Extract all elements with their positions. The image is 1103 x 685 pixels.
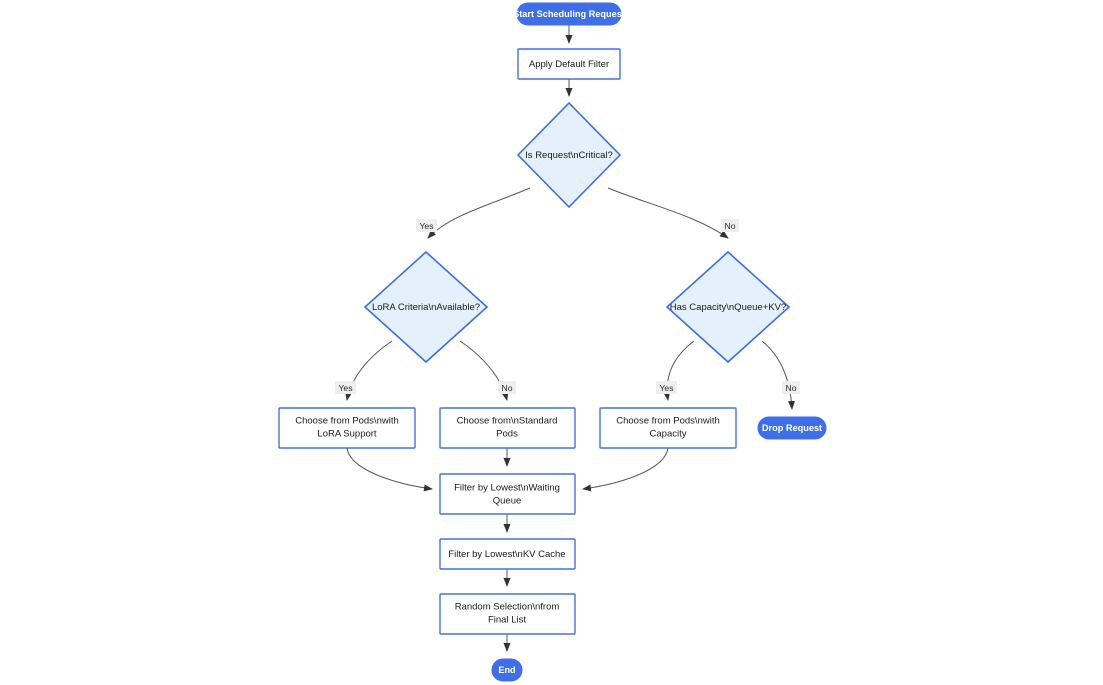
node-choose-from-standard-pods[interactable]: Choose from\nStandard Pods — [439, 407, 576, 449]
node-label: Is Request\nCritical? — [525, 150, 613, 161]
edge-is-critical-yes-to-lora-criteria — [427, 187, 531, 239]
node-apply-default-filter[interactable]: Apply Default Filter — [517, 48, 621, 80]
node-label-line-1: Choose from\nStandard — [457, 416, 558, 427]
node-shape-rect[interactable] — [439, 407, 576, 449]
node-random-selection-from-final-list[interactable]: Random Selection\nfrom Final List — [439, 593, 576, 635]
node-shape-rect[interactable] — [439, 473, 576, 515]
edge-label-text: No — [502, 383, 513, 393]
node-label: Start Scheduling Request — [513, 9, 625, 19]
node-label: Filter by Lowest\nKV Cache — [448, 549, 565, 560]
node-start-scheduling-request[interactable]: Start Scheduling Request — [513, 2, 625, 26]
node-label-line-1: Random Selection\nfrom — [455, 602, 560, 613]
edge-label-layer: Yes No Yes No Yes No — [335, 219, 800, 394]
node-label-line-1: Filter by Lowest\nWaiting — [454, 483, 560, 494]
node-label-line-2: Capacity — [650, 429, 687, 440]
node-drop-request[interactable]: Drop Request — [757, 416, 827, 440]
node-label: End — [498, 665, 515, 675]
edge-label-text: No — [725, 221, 736, 231]
node-shape-diamond[interactable] — [665, 250, 791, 364]
node-shape-diamond[interactable] — [363, 250, 489, 364]
edge-label-lora-no: No — [498, 381, 516, 394]
node-choose-from-pods-with-capacity[interactable]: Choose from Pods\nwith Capacity — [599, 407, 737, 449]
node-label-line-2: LoRA Support — [317, 429, 377, 440]
edge-label-capacity-no: No — [782, 381, 800, 394]
node-label: Apply Default Filter — [529, 59, 609, 70]
node-shape-rect[interactable] — [278, 407, 416, 449]
edge-label-text: No — [786, 383, 797, 393]
edge-choose-capacity-to-filter-waiting — [582, 447, 669, 492]
node-filter-by-lowest-kv-cache[interactable]: Filter by Lowest\nKV Cache — [439, 538, 576, 570]
edge-label-is-critical-no: No — [721, 219, 739, 232]
edge-label-text: Yes — [419, 221, 433, 231]
edge-label-capacity-yes: Yes — [656, 381, 677, 394]
node-shape-rect[interactable] — [599, 407, 737, 449]
node-end[interactable]: End — [491, 658, 523, 682]
edge-layer — [345, 25, 795, 652]
node-label-line-1: Choose from Pods\nwith — [616, 416, 720, 427]
edge-choose-lora-to-filter-waiting — [346, 447, 433, 492]
edge-label-text: Yes — [659, 383, 673, 393]
node-shape-stadium[interactable] — [757, 416, 827, 440]
node-filter-by-lowest-waiting-queue[interactable]: Filter by Lowest\nWaiting Queue — [439, 473, 576, 515]
edge-label-is-critical-yes: Yes — [416, 219, 437, 232]
node-shape-rect[interactable] — [517, 48, 621, 80]
edge-has-capacity-no-to-drop-request — [761, 340, 795, 410]
node-choose-from-pods-with-lora-support[interactable]: Choose from Pods\nwith LoRA Support — [278, 407, 416, 449]
node-shape-stadium[interactable] — [516, 2, 622, 26]
edge-label-text: Yes — [338, 383, 352, 393]
node-label-line-2: Queue — [493, 496, 522, 507]
node-label-line-1: Choose from Pods\nwith — [295, 416, 399, 427]
node-shape-diamond[interactable] — [516, 101, 622, 209]
edge-label-lora-yes: Yes — [335, 381, 356, 394]
node-shape-stadium[interactable] — [491, 658, 523, 682]
node-is-request-critical[interactable]: Is Request\nCritical? — [516, 101, 622, 209]
node-lora-criteria-available[interactable]: LoRA Criteria\nAvailable? — [363, 250, 489, 364]
edge-is-critical-no-to-has-capacity — [607, 187, 729, 239]
node-label: LoRA Criteria\nAvailable? — [372, 302, 480, 313]
node-layer: Start Scheduling Request Apply Default F… — [278, 2, 827, 682]
node-shape-rect[interactable] — [439, 593, 576, 635]
node-label-line-2: Final List — [488, 615, 526, 626]
node-label: Drop Request — [762, 423, 822, 433]
node-label-line-2: Pods — [496, 429, 518, 440]
node-shape-rect[interactable] — [439, 538, 576, 570]
node-has-capacity-queue-kv[interactable]: Has Capacity\nQueue+KV? — [665, 250, 791, 364]
node-label: Has Capacity\nQueue+KV? — [670, 302, 786, 313]
